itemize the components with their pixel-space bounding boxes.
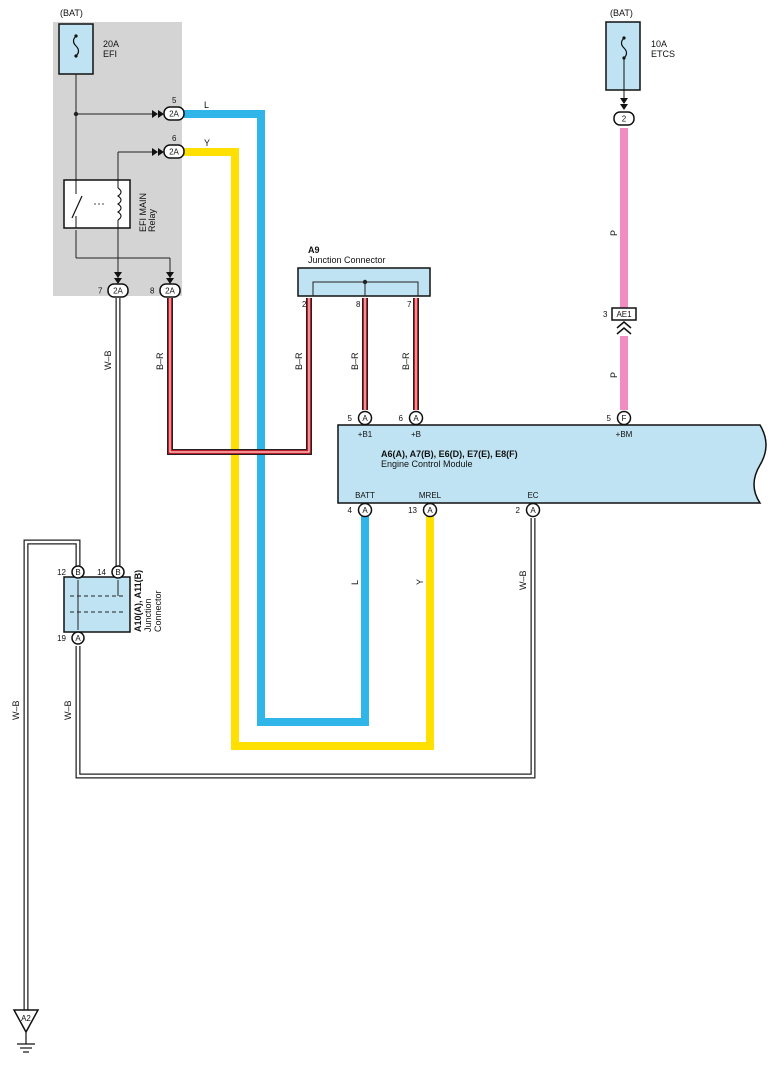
a10-name-1: Junction: [143, 598, 153, 632]
svg-text:B: B: [75, 568, 80, 577]
svg-text:B: B: [115, 568, 120, 577]
relay-internal-wiring: [75, 74, 171, 278]
svg-text:EC: EC: [527, 491, 538, 500]
svg-text:4: 4: [348, 506, 353, 515]
wire-y-yellow: [184, 148, 434, 750]
efi-fuse-name: EFI: [103, 49, 117, 59]
svg-text:F: F: [622, 414, 627, 423]
wire-label-br-a9-2: B–R: [294, 352, 304, 370]
a9-pin-2: 2: [302, 300, 307, 309]
svg-text:6: 6: [399, 414, 404, 423]
ecm-name: Engine Control Module: [381, 459, 473, 469]
svg-text:2: 2: [516, 506, 521, 515]
wire-label-br-a9-8: B–R: [350, 352, 360, 370]
wire-label-y-top: Y: [204, 138, 210, 148]
svg-text:2A: 2A: [113, 287, 123, 296]
svg-text:2A: 2A: [169, 148, 179, 157]
a10-pin-19: A 19: [57, 631, 85, 645]
svg-text:12: 12: [57, 568, 66, 577]
svg-text:3: 3: [603, 310, 608, 319]
wire-br-group: [167, 298, 419, 455]
wire-label-wb-ec: W–B: [518, 570, 528, 590]
efi-fuse: [58, 23, 94, 75]
etcs-fuse-rating: 10A: [651, 39, 667, 49]
etcs-fuse: [605, 21, 641, 98]
connector-5-2a: 2A 5: [152, 96, 185, 121]
svg-text:MREL: MREL: [419, 491, 442, 500]
connector-etcs-2: 2: [613, 98, 635, 126]
svg-text:13: 13: [408, 506, 417, 515]
connector-8-2a: 2A 8: [150, 272, 181, 298]
wire-label-y-lower: Y: [415, 579, 425, 585]
svg-text:2A: 2A: [169, 110, 179, 119]
svg-text:+B: +B: [411, 430, 421, 439]
svg-text:A: A: [413, 414, 419, 423]
wire-l-blue: [184, 110, 369, 726]
a9-name: Junction Connector: [308, 255, 386, 265]
svg-text:7: 7: [98, 287, 103, 296]
svg-text:A: A: [427, 506, 433, 515]
wire-label-wb-a10: W–B: [63, 700, 73, 720]
bat-label-left: (BAT): [60, 8, 83, 18]
svg-text:5: 5: [172, 96, 177, 105]
a9-pin-7: 7: [407, 300, 412, 309]
ground-code: A2: [21, 1014, 31, 1023]
svg-text:+B1: +B1: [358, 430, 373, 439]
a10-pin-14: B 14: [97, 565, 125, 579]
a9-code: A9: [308, 245, 320, 255]
connector-ae1: AE1 3: [603, 307, 637, 335]
relay-label-2: Relay: [147, 208, 157, 232]
wire-wb-group: [23, 298, 536, 1010]
ecm-codes: A6(A), A7(B), E6(D), E7(E), E8(F): [381, 449, 518, 459]
svg-text:5: 5: [607, 414, 612, 423]
svg-text:A: A: [362, 506, 368, 515]
etcs-fuse-name: ETCS: [651, 49, 675, 59]
ecm-pin-mrel: MREL A 13: [408, 491, 442, 518]
wire-label-wb-ground: W–B: [11, 700, 21, 720]
a10-pin-12: B 12: [57, 565, 85, 579]
svg-text:AE1: AE1: [616, 310, 632, 319]
efi-fuse-rating: 20A: [103, 39, 119, 49]
svg-text:2A: 2A: [165, 287, 175, 296]
a10-codes: A10(A), A11(B): [133, 570, 143, 632]
svg-text:+BM: +BM: [616, 430, 633, 439]
a10-junction-box: [63, 576, 131, 633]
ecm-box: [337, 424, 767, 504]
junction-dot: [73, 111, 79, 117]
svg-text:6: 6: [172, 134, 177, 143]
a9-junction-box: [297, 267, 431, 297]
bat-label-right: (BAT): [610, 8, 633, 18]
a9-pin-8: 8: [356, 300, 361, 309]
svg-text:BATT: BATT: [355, 491, 375, 500]
ecm-pin-b: A 6 +B: [399, 410, 424, 439]
ecm-pin-bm: F 5 +BM: [607, 410, 633, 439]
connector-7-2a: 2A 7: [98, 272, 129, 298]
efi-main-relay: [63, 179, 131, 229]
wire-label-p-upper: P: [609, 230, 619, 236]
ecm-pin-b1: A 5 +B1: [348, 410, 373, 439]
svg-text:2: 2: [622, 115, 627, 124]
ecm-pin-batt: BATT A 4: [348, 491, 375, 518]
wire-label-br-a9-7: B–R: [401, 352, 411, 370]
wire-label-wb-left: W–B: [103, 350, 113, 370]
svg-text:14: 14: [97, 568, 106, 577]
svg-text:A: A: [75, 634, 81, 643]
svg-text:19: 19: [57, 634, 66, 643]
relay-label: EFI MAIN: [138, 193, 148, 232]
wire-label-l-lower: L: [350, 580, 360, 585]
svg-text:A: A: [362, 414, 368, 423]
wire-label-br-left: B–R: [155, 352, 165, 370]
ecm-pin-ec: EC A 2: [516, 491, 541, 518]
wire-label-p-lower: P: [609, 372, 619, 378]
svg-text:5: 5: [348, 414, 353, 423]
wire-label-l-top: L: [204, 100, 209, 110]
svg-text:8: 8: [150, 287, 155, 296]
a10-name-2: Connector: [153, 590, 163, 632]
connector-6-2a: 2A 6: [152, 134, 185, 159]
svg-text:A: A: [530, 506, 536, 515]
ground-a2: [12, 1009, 40, 1053]
